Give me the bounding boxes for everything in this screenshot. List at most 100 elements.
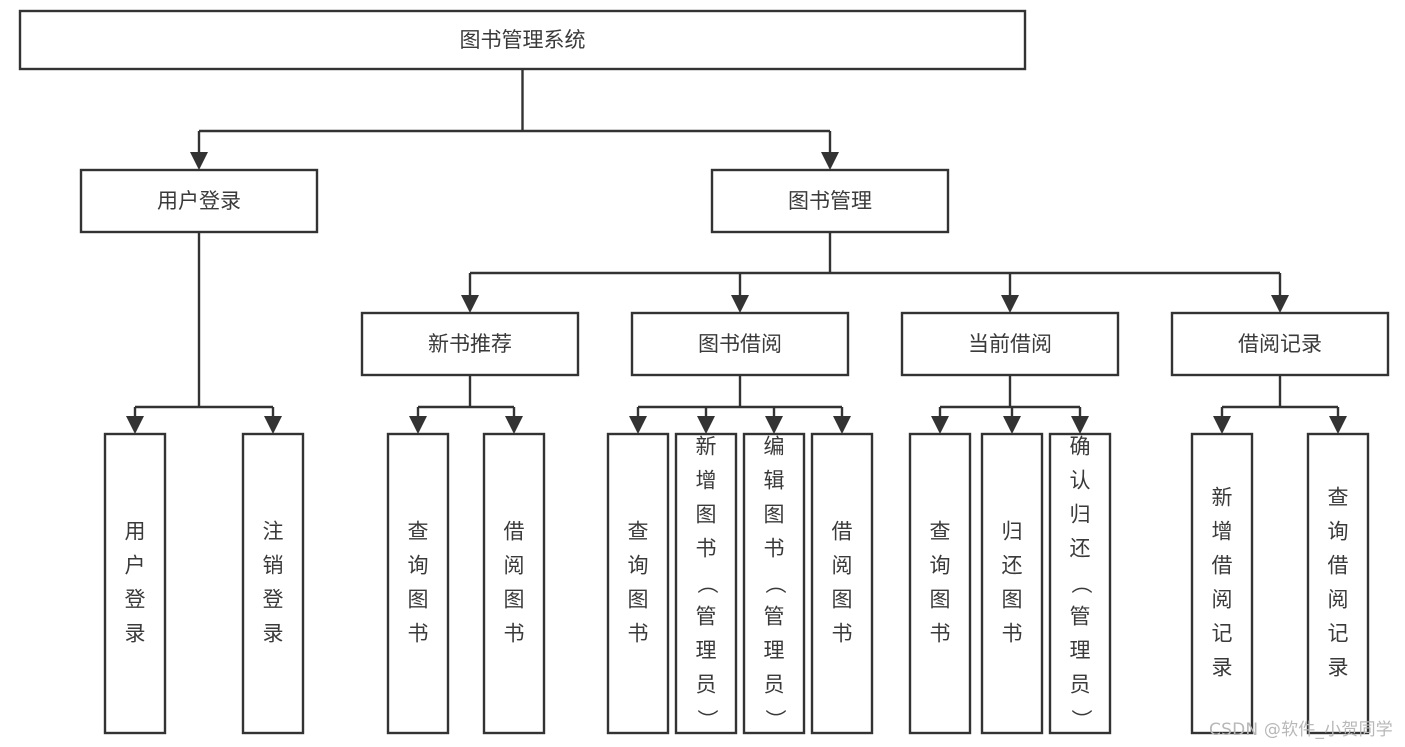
leaf-label-char: 图 xyxy=(832,588,853,612)
leaf-label-char: 查 xyxy=(930,520,951,544)
leaf-label-char: 书 xyxy=(832,622,853,646)
leaf-label-char: 阅 xyxy=(832,554,853,578)
arrow-head-icon xyxy=(833,416,851,434)
level3-node[interactable]: 借阅记录 xyxy=(1170,311,1390,377)
leaf-label-char: 认 xyxy=(1070,469,1091,493)
leaf-label-char: 管 xyxy=(1070,605,1091,629)
leaf-label-char: 录 xyxy=(1328,656,1349,680)
node-label: 借阅记录 xyxy=(1238,332,1322,356)
connector-layer xyxy=(126,69,1347,434)
leaf-label-char: 记 xyxy=(1212,622,1233,646)
arrow-head-icon xyxy=(821,152,839,170)
root-box xyxy=(18,9,1027,71)
level3-node[interactable]: 图书借阅 xyxy=(630,311,850,377)
level3-node[interactable]: 新书推荐 xyxy=(360,311,580,377)
leaf-label-char: 户 xyxy=(125,554,146,578)
leaf-label-char: 书 xyxy=(696,537,717,561)
leaf-box xyxy=(482,432,546,735)
arrow-head-icon xyxy=(731,295,749,313)
leaf-label-char: 销 xyxy=(263,554,284,578)
root-node[interactable]: 图书管理系统 xyxy=(18,9,1027,71)
leaf-label-char: 录 xyxy=(1212,656,1233,680)
leaf-label-char: 用 xyxy=(125,520,146,544)
leaf-label-char: 理 xyxy=(764,639,785,663)
level2-node[interactable]: 图书管理 xyxy=(710,168,950,234)
leaf-label-char: 管 xyxy=(764,605,785,629)
leaf-box xyxy=(241,432,305,735)
leaf-label-char: 注 xyxy=(263,520,284,544)
leaf-label-char: 辑 xyxy=(764,469,785,493)
arrow-head-icon xyxy=(1329,416,1347,434)
leaf-label-char: 借 xyxy=(504,520,525,544)
leaf-label-char: 询 xyxy=(930,554,951,578)
leaf-label-char: 管 xyxy=(696,605,717,629)
leaf-node[interactable]: 用户登录 xyxy=(103,432,167,735)
leaf-label-char: 归 xyxy=(1070,503,1091,527)
level2-node[interactable]: 用户登录 xyxy=(79,168,319,234)
level2-box xyxy=(79,168,319,234)
leaf-box xyxy=(908,432,972,735)
arrow-head-icon xyxy=(505,416,523,434)
leaf-label-char: 还 xyxy=(1070,537,1091,561)
leaf-label-char: 记 xyxy=(1328,622,1349,646)
level2-box xyxy=(710,168,950,234)
level3-box xyxy=(360,311,580,377)
leaf-label-char: 图 xyxy=(696,503,717,527)
leaf-label-char: 增 xyxy=(1212,520,1233,544)
arrow-head-icon xyxy=(461,295,479,313)
leaf-label-char: 员 xyxy=(696,673,717,697)
level3-box xyxy=(1170,311,1390,377)
node-label: 当前借阅 xyxy=(968,332,1052,356)
arrow-head-icon xyxy=(409,416,427,434)
watermark-text: CSDN @软件_小贺同学 xyxy=(1209,720,1393,740)
leaf-label-char: 书 xyxy=(504,622,525,646)
leaf-label-char: 询 xyxy=(628,554,649,578)
leaf-label-char: 图 xyxy=(1002,588,1023,612)
node-layer: 图书管理系统用户登录图书管理新书推荐图书借阅当前借阅借阅记录用户登录注销登录查询… xyxy=(18,9,1390,735)
leaf-label-char: 借 xyxy=(1328,554,1349,578)
node-label: 图书借阅 xyxy=(698,332,782,356)
leaf-label-char: ） xyxy=(763,709,787,730)
arrow-head-icon xyxy=(931,416,949,434)
leaf-label-char: 借 xyxy=(1212,554,1233,578)
level3-box xyxy=(630,311,850,377)
leaf-box xyxy=(1048,432,1112,735)
leaf-box xyxy=(1306,432,1370,735)
arrow-head-icon xyxy=(697,416,715,434)
leaf-label-char: 录 xyxy=(263,622,284,646)
leaf-box xyxy=(980,432,1044,735)
leaf-box xyxy=(810,432,874,735)
leaf-label-char: 阅 xyxy=(1212,588,1233,612)
level3-node[interactable]: 当前借阅 xyxy=(900,311,1120,377)
arrow-head-icon xyxy=(1071,416,1089,434)
leaf-label-char: （ xyxy=(695,573,719,594)
leaf-box xyxy=(1190,432,1254,735)
leaf-label-char: 员 xyxy=(1070,673,1091,697)
leaf-label-char: （ xyxy=(763,573,787,594)
leaf-label-char: 录 xyxy=(125,622,146,646)
leaf-label-char: 登 xyxy=(125,588,146,612)
leaf-label-char: 新 xyxy=(1212,486,1233,510)
leaf-label-char: 确 xyxy=(1070,435,1091,459)
arrow-head-icon xyxy=(629,416,647,434)
leaf-label-char: 图 xyxy=(930,588,951,612)
leaf-label-char: 询 xyxy=(1328,520,1349,544)
arrow-head-icon xyxy=(1001,295,1019,313)
